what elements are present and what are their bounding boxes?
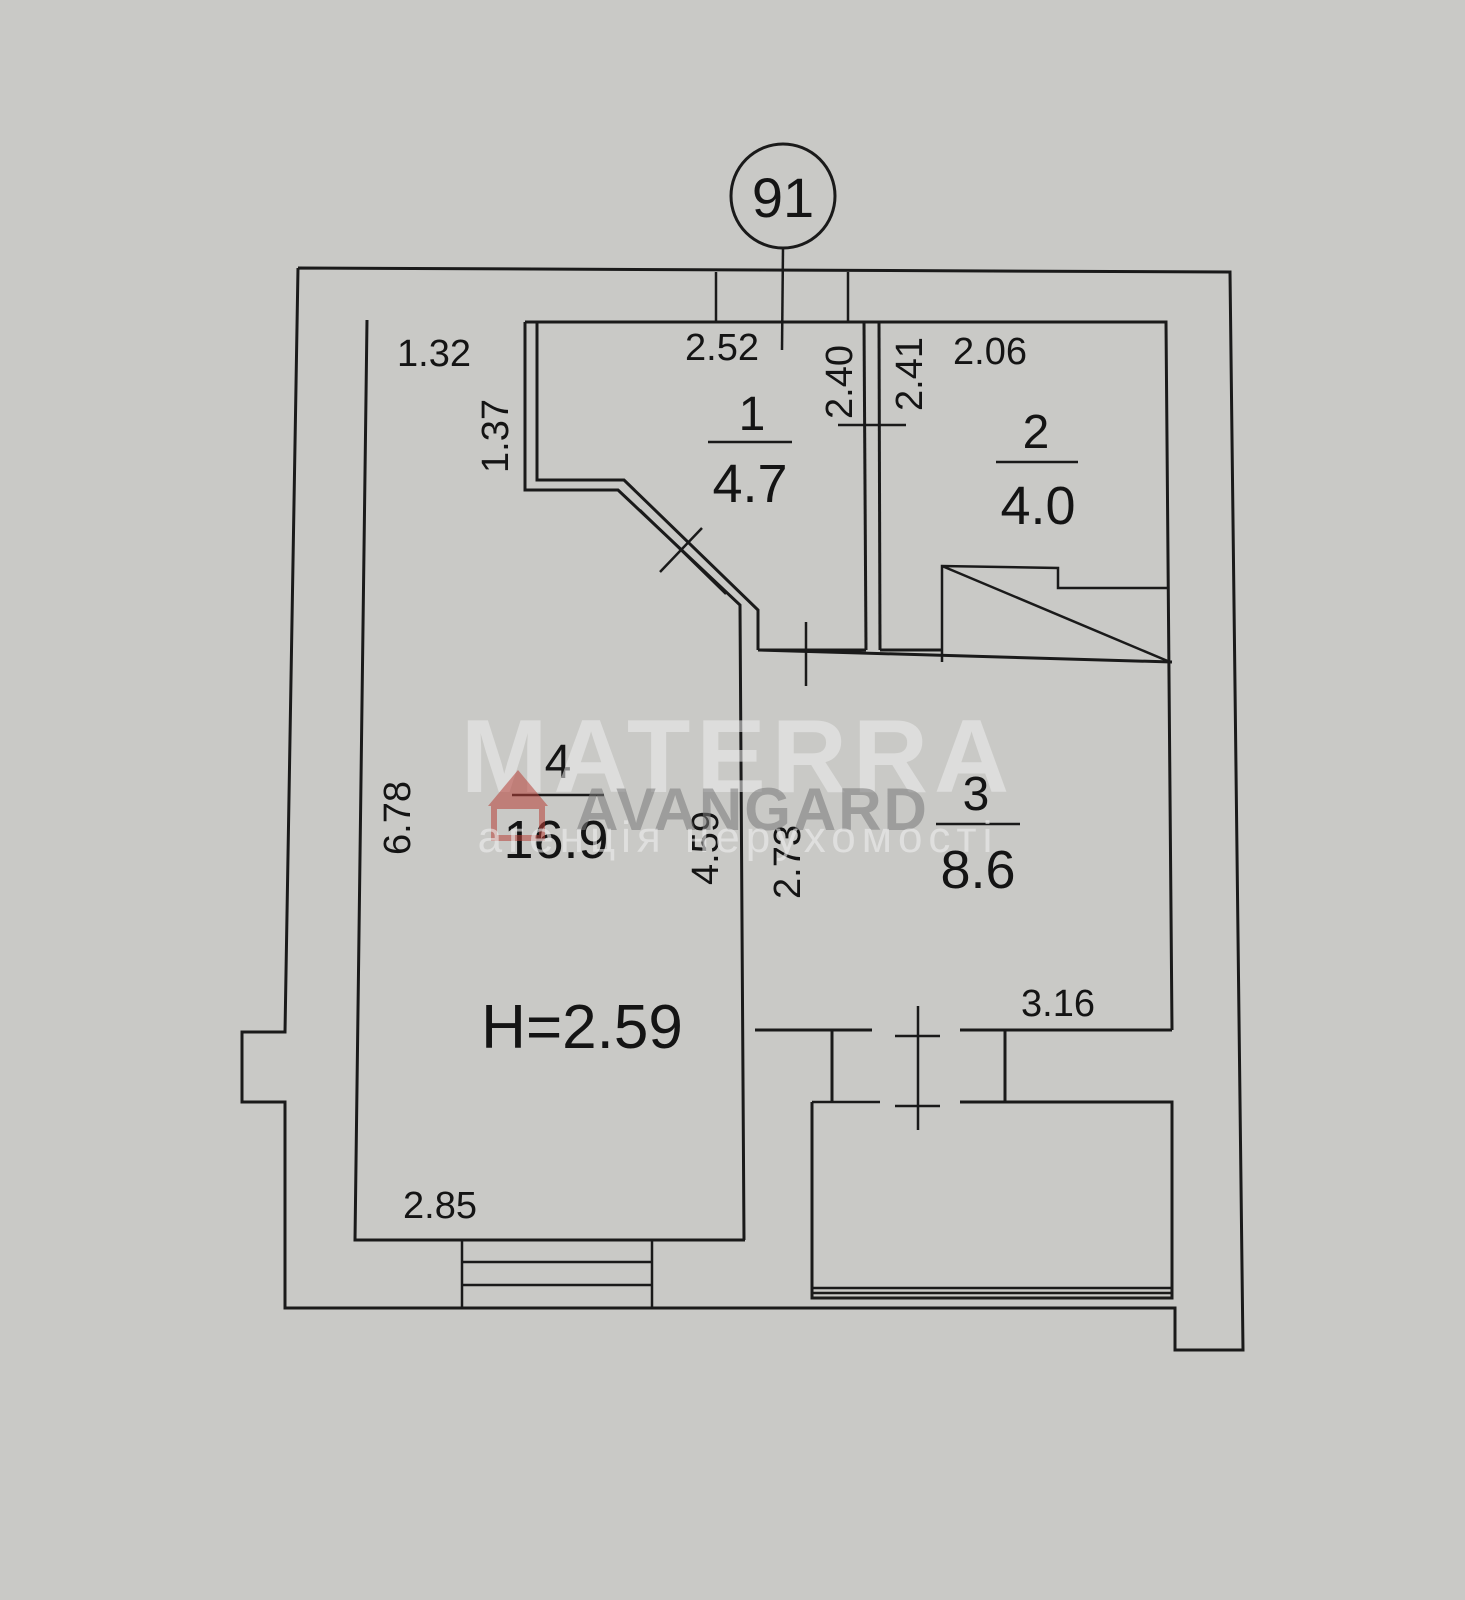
room-1: 1 4.7 <box>708 388 792 514</box>
balcony <box>810 1100 1174 1300</box>
bath-fixture <box>940 564 1168 662</box>
bottom-window-room4 <box>460 1240 654 1308</box>
left-inner-wall <box>353 319 745 1242</box>
wall-above-room3 <box>757 648 1173 664</box>
door-leaf-room1-a <box>639 509 727 595</box>
dim-room3-left: 2.73 <box>767 825 809 899</box>
axis-marker-label: 91 <box>752 166 814 229</box>
dim-room3-bottom: 3.16 <box>1021 983 1095 1025</box>
axis-marker: 91 <box>729 142 837 351</box>
room-2-area: 4.0 <box>1000 476 1075 536</box>
room-3-area: 8.6 <box>940 840 1015 900</box>
watermark-house-icon <box>488 770 548 841</box>
dim-room1-right: 2.40 <box>819 345 861 419</box>
watermark-materra: MATERRA <box>461 699 1015 815</box>
diagonal-wall-outer <box>523 322 746 1241</box>
diagonal-wall-inner <box>535 322 760 650</box>
dim-room2-left: 2.41 <box>889 337 931 411</box>
dimensions: 1.32 1.37 6.78 4.59 2.85 2.52 2.40 2.41 … <box>377 327 1095 1227</box>
room-4-number: 4 <box>545 736 572 789</box>
room-2-number: 2 <box>1023 406 1050 459</box>
dim-room4-bottom: 2.85 <box>403 1185 477 1227</box>
room-3-number: 3 <box>963 768 990 821</box>
watermark-avangard: AVANGARD <box>575 776 929 843</box>
outer-wall-outline <box>240 266 1245 1352</box>
room-2: 2 4.0 <box>996 406 1078 536</box>
watermark-tagline: агенція нерухомості <box>478 813 999 862</box>
wall-1-2-left <box>862 321 868 651</box>
room-1-number: 1 <box>739 388 766 441</box>
dim-room2-top: 2.06 <box>953 331 1027 373</box>
bath-fixture-diagonal <box>941 564 1171 664</box>
ceiling-height: H=2.59 <box>481 993 683 1062</box>
dim-room4-left: 6.78 <box>377 781 419 855</box>
room-4: 4 16.9 H=2.59 <box>481 736 683 1062</box>
watermark: MATERRA AVANGARD агенція нерухомості <box>461 699 1015 862</box>
wall-1-2-right <box>877 321 882 651</box>
dim-room4-notch: 1.37 <box>475 399 517 473</box>
room-1-area: 4.7 <box>712 454 787 514</box>
dim-room4-top: 1.32 <box>397 333 471 375</box>
room-3: 3 8.6 <box>936 768 1020 900</box>
right-inner-wall <box>525 320 1174 1031</box>
dim-room4-right: 4.59 <box>685 811 727 885</box>
outer-walls <box>240 266 1245 1352</box>
dim-room1-top: 2.52 <box>685 327 759 369</box>
partitions <box>523 321 1173 1241</box>
